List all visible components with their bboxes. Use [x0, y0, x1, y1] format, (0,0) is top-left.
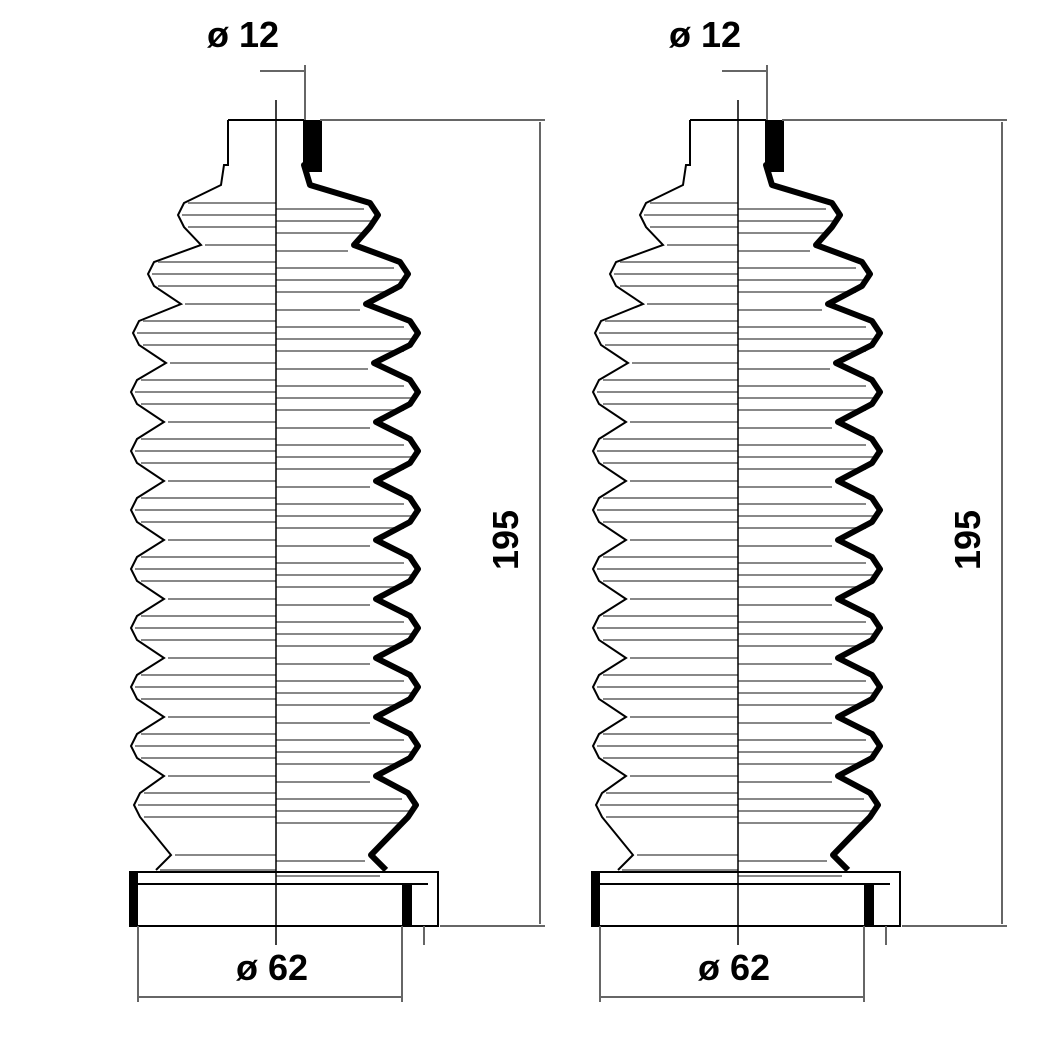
- boot-right: ø 12 ø 62 195: [591, 14, 1007, 1002]
- bottom-band-section: [130, 872, 138, 926]
- boot-left-geometry: [129, 65, 545, 1002]
- height-label: 195: [485, 510, 526, 570]
- bottom-band-section: [864, 885, 874, 926]
- top-collar-section: [304, 120, 322, 172]
- top-collar-section: [766, 120, 784, 172]
- height-label: 195: [947, 510, 988, 570]
- bottom-band-section: [402, 885, 412, 926]
- boot-outline-right: [301, 120, 421, 873]
- bottom-band: [129, 871, 439, 927]
- boot-outline-left: [129, 120, 229, 871]
- bottom-diameter-label: ø 62: [236, 947, 308, 988]
- boot-right-geometry: [591, 65, 1007, 1002]
- boot-left: ø 12 ø 62 195: [129, 14, 545, 1002]
- boot-outline-left: [591, 120, 691, 871]
- top-diameter-label: ø 12: [207, 14, 279, 55]
- bottom-band-section: [592, 872, 600, 926]
- top-diameter-label: ø 12: [669, 14, 741, 55]
- bottom-diameter-label: ø 62: [698, 947, 770, 988]
- boot-outline-right: [763, 120, 883, 873]
- bottom-band: [591, 871, 901, 927]
